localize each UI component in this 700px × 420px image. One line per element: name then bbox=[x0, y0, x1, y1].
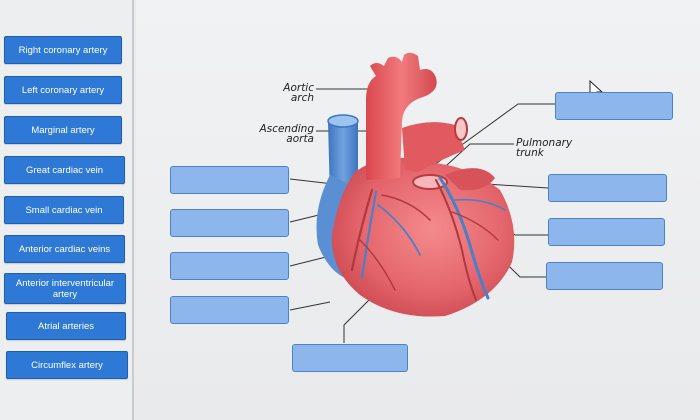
drop-target-3[interactable] bbox=[548, 218, 665, 246]
aorta-shape bbox=[366, 52, 437, 180]
label-aortic-arch: Aortic arch bbox=[283, 82, 314, 104]
term-bank: Right coronary artery Left coronary arte… bbox=[0, 0, 134, 420]
label-pulmonary-trunk: Pulmonary trunk bbox=[516, 137, 573, 159]
term-anterior-interventricular-artery[interactable]: Anterior interventricular artery bbox=[4, 273, 126, 304]
drop-target-4[interactable] bbox=[546, 262, 663, 290]
term-atrial-arteries[interactable]: Atrial arteries bbox=[6, 312, 126, 340]
term-right-coronary-artery[interactable]: Right coronary artery bbox=[4, 36, 122, 64]
term-great-cardiac-vein[interactable]: Great cardiac vein bbox=[4, 156, 125, 184]
left-auricle-shape bbox=[445, 168, 495, 191]
drop-target-1[interactable] bbox=[555, 92, 673, 120]
drop-target-8[interactable] bbox=[170, 296, 289, 324]
drop-target-2[interactable] bbox=[548, 174, 667, 202]
term-small-cardiac-vein[interactable]: Small cardiac vein bbox=[4, 196, 124, 224]
term-anterior-cardiac-veins[interactable]: Anterior cardiac veins bbox=[4, 235, 125, 263]
term-left-coronary-artery[interactable]: Left coronary artery bbox=[4, 76, 122, 104]
coronary-vessels bbox=[350, 176, 506, 301]
term-circumflex-artery[interactable]: Circumflex artery bbox=[6, 351, 128, 379]
drop-target-6[interactable] bbox=[170, 209, 289, 237]
drop-target-5[interactable] bbox=[170, 166, 289, 194]
label-ascending-aorta: Ascending aorta bbox=[259, 123, 314, 145]
drop-target-7[interactable] bbox=[170, 252, 289, 280]
drop-target-9[interactable] bbox=[292, 344, 408, 372]
pulmonary-trunk-shape bbox=[402, 122, 465, 172]
term-marginal-artery[interactable]: Marginal artery bbox=[4, 116, 122, 144]
